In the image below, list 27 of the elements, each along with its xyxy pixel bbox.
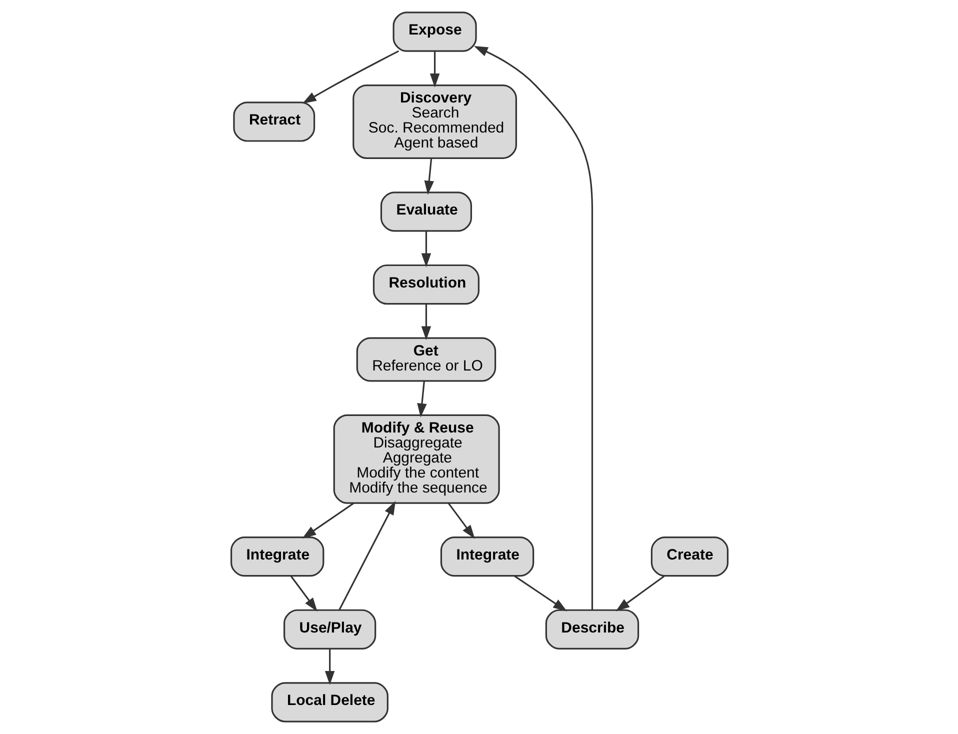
arrow — [324, 649, 334, 685]
node-box: Integrate — [440, 536, 534, 577]
node-box: Expose — [392, 12, 476, 52]
node-box: Evaluate — [380, 192, 472, 232]
arrow — [473, 46, 593, 610]
node-box: Use/Play — [283, 609, 376, 650]
node-box: Modify & Reuse Disaggregate Aggregate Modify the content Modify the sequence — [332, 414, 500, 504]
arrow — [420, 231, 431, 268]
arrow — [420, 304, 431, 340]
node-box: Integrate — [230, 536, 324, 577]
node-box: Describe — [544, 609, 639, 650]
arrow — [514, 575, 567, 612]
node-box: Resolution — [372, 264, 479, 305]
node-box: Get Reference or LO — [356, 337, 496, 382]
arrow — [429, 51, 440, 88]
node-box: Retract — [232, 102, 315, 142]
node-box: Discovery Search Soc. Recommended Agent based — [352, 84, 516, 159]
arrow — [302, 502, 354, 538]
arrow — [447, 502, 474, 539]
arrow — [290, 576, 317, 612]
node-box: Create — [650, 536, 728, 577]
node-box: Local Delete — [270, 682, 388, 722]
arrow — [615, 576, 664, 612]
arrow — [424, 158, 434, 195]
arrow — [302, 50, 399, 104]
arrow — [416, 381, 426, 418]
arrow — [338, 500, 396, 610]
